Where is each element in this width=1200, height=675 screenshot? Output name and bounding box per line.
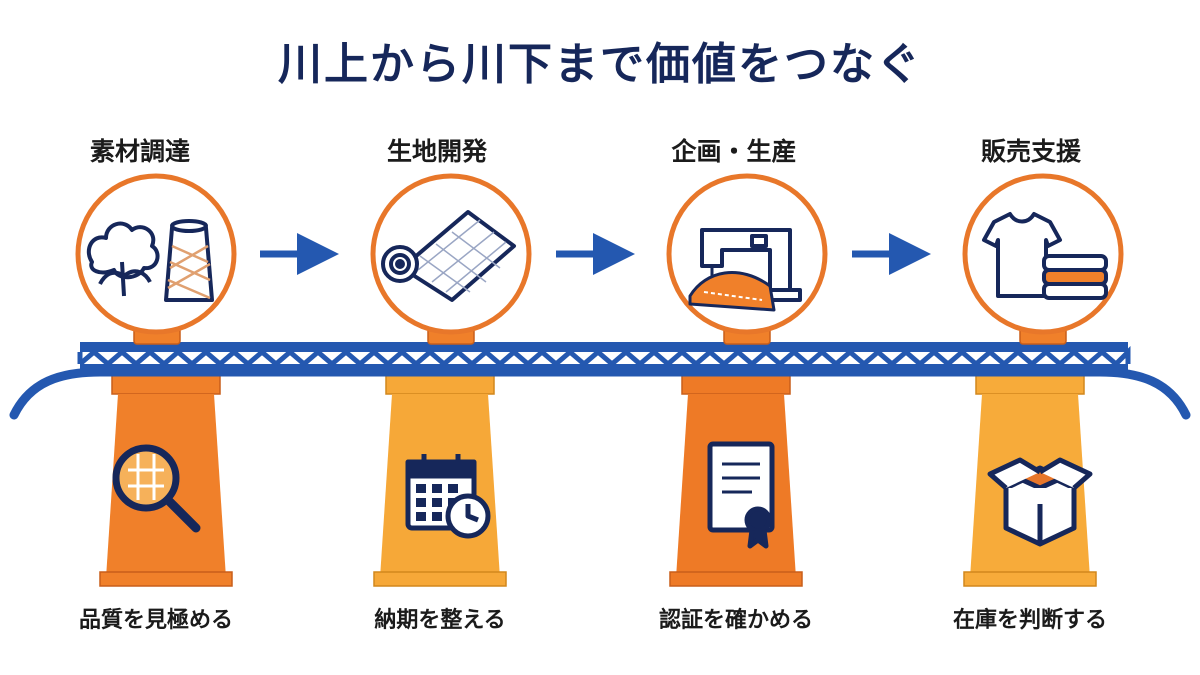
cotton-and-yarn-icon (86, 219, 214, 302)
stage-label-planning: 企画・生産 (671, 137, 797, 166)
stage-label-fabric-dev: 生地開発 (386, 137, 487, 166)
open-box-icon (987, 457, 1093, 547)
truss-beam (77, 342, 1131, 374)
magnifier-fabric-icon (112, 444, 201, 533)
tshirt-stack-icon (982, 212, 1108, 300)
truss-diagonal-path (78, 345, 1131, 366)
sewing-machine-icon (688, 228, 802, 312)
circle-connectors (133, 327, 1067, 345)
caption-sales: 在庫を判断する (952, 608, 1107, 633)
page-title: 川上から川下まで価値をつなぐ (278, 39, 922, 90)
fabric-roll-icon (381, 210, 516, 302)
caption-sourcing: 品質を見極める (78, 608, 233, 633)
certificate-icon (707, 441, 775, 549)
stage-label-sourcing: 素材調達 (89, 137, 190, 166)
caption-planning: 認証を確かめる (658, 608, 813, 633)
stage-label-sales: 販売支援 (980, 137, 1081, 166)
calendar-clock-icon (405, 454, 491, 539)
caption-fabric-dev: 納期を整える (374, 608, 506, 633)
